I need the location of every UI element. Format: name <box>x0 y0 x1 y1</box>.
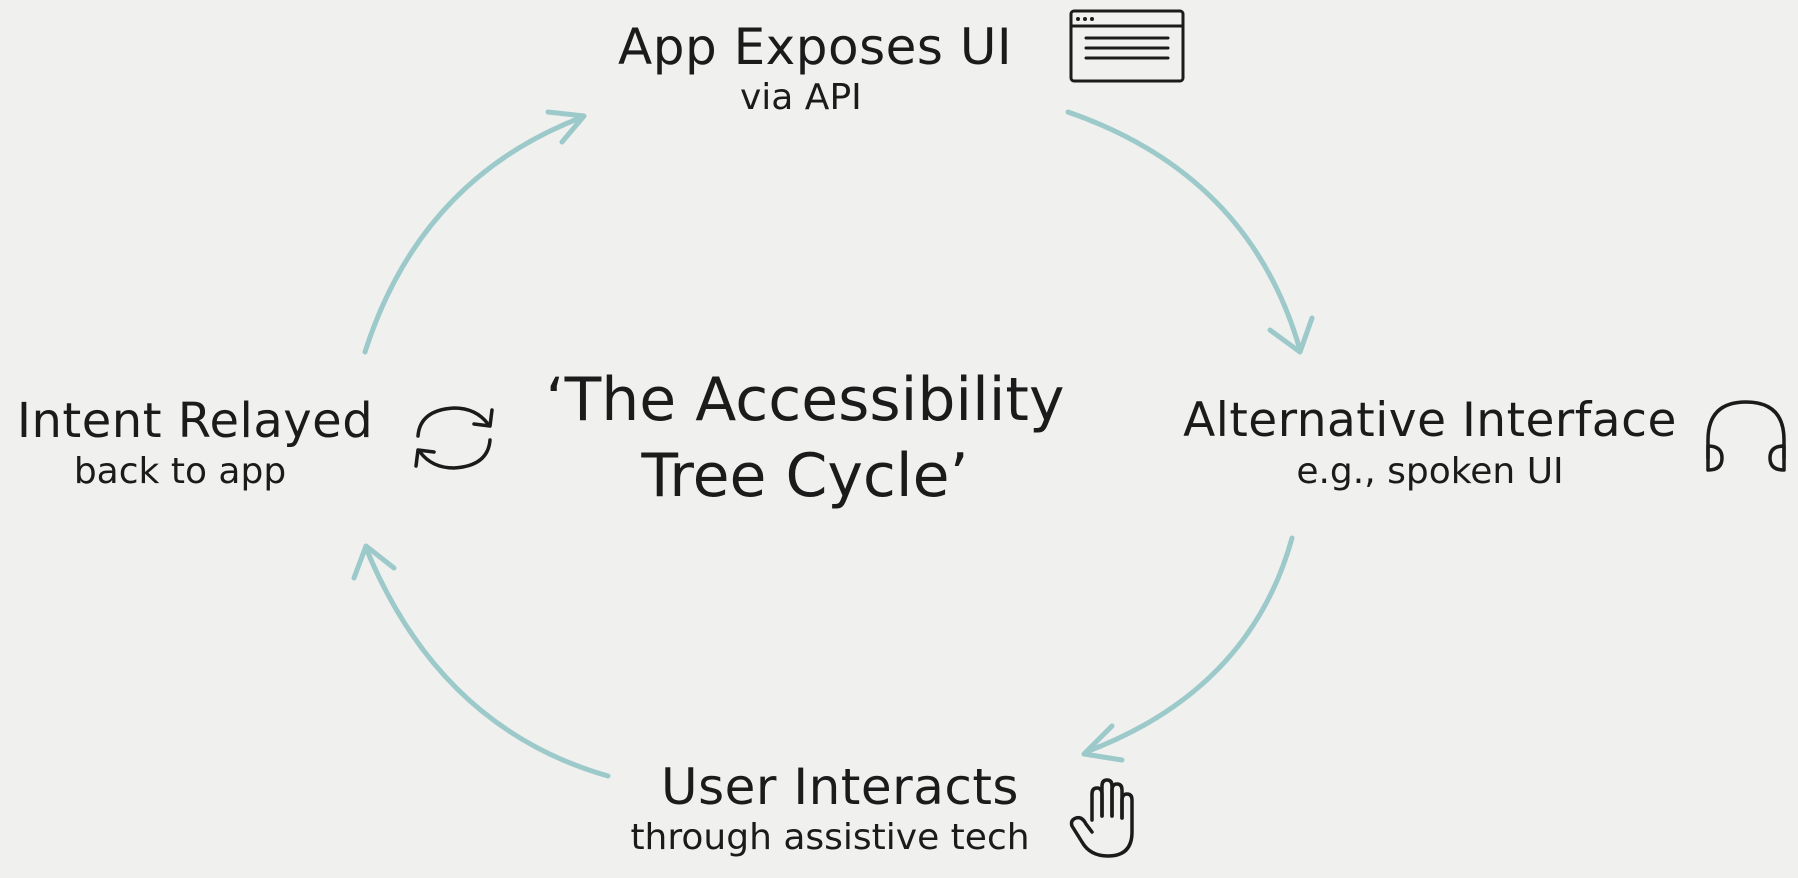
node-bottom-subtitle: through assistive tech <box>630 817 1030 858</box>
node-top-subtitle: via API <box>740 77 862 118</box>
node-app-exposes-ui: App Exposes UI via API <box>560 18 1040 120</box>
diagram-title: ‘The Accessibility Tree Cycle’ <box>545 362 1065 514</box>
node-bottom-title: User Interacts <box>660 758 1019 816</box>
arrowhead-left-bottom <box>351 543 397 581</box>
arrow-top-to-right <box>1065 109 1303 353</box>
node-intent-relayed: Intent Relayed back to app <box>10 392 380 494</box>
node-right-title: Alternative Interface <box>1183 393 1677 448</box>
node-left-title: Intent Relayed <box>16 393 374 449</box>
arrow-right-to-bottom <box>1083 535 1295 755</box>
arrowhead-top-left <box>545 109 587 145</box>
node-right-subtitle: e.g., spoken UI <box>1296 451 1564 492</box>
arrow-bottom-to-left <box>363 545 611 779</box>
arrowhead-bottom-right <box>1081 723 1125 763</box>
browser-window-icon <box>1069 9 1185 83</box>
node-user-interacts: User Interacts through assistive tech <box>610 758 1050 860</box>
node-left-subtitle: back to app <box>73 451 287 492</box>
node-alternative-interface: Alternative Interface e.g., spoken UI <box>1170 392 1690 494</box>
hand-icon <box>1069 778 1134 858</box>
headphones-icon <box>1706 400 1786 472</box>
arrow-left-to-top <box>362 115 583 355</box>
refresh-icon <box>414 406 494 470</box>
node-top-title: App Exposes UI <box>618 18 1013 76</box>
arrowhead-right-top <box>1267 315 1315 355</box>
diagram-title-line1: ‘The Accessibility <box>545 365 1065 435</box>
diagram-title-line2: Tree Cycle’ <box>641 441 969 511</box>
